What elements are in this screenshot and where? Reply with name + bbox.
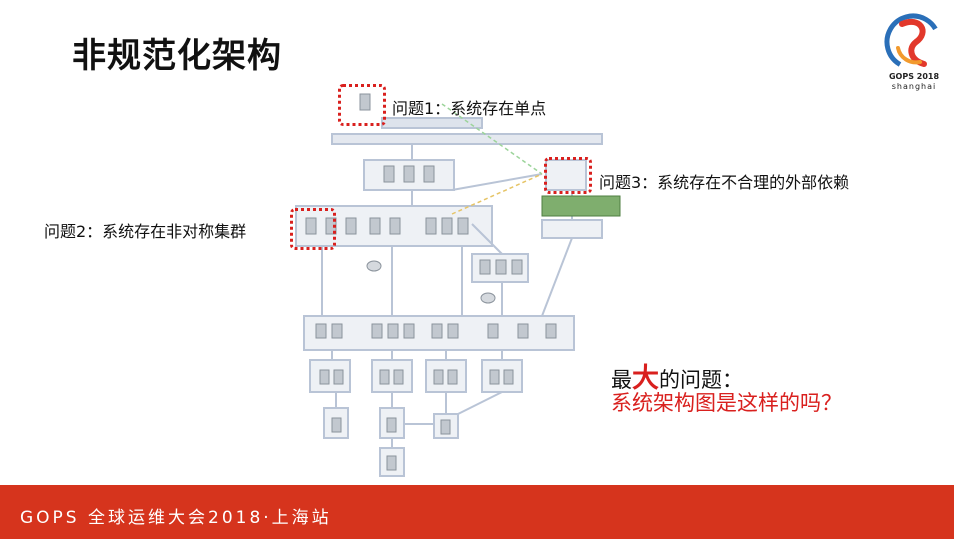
issue-2-highlight xyxy=(290,208,336,250)
slide-title: 非规范化架构 xyxy=(72,36,282,76)
architecture-diagram xyxy=(295,93,621,477)
gops-logo xyxy=(884,13,942,71)
main-question-text: 系统架构图是这样的吗？ xyxy=(611,391,842,415)
question-suffix: 的问题： xyxy=(659,368,743,392)
footer-bar: GOPS 全球运维大会2018·上海站 xyxy=(0,485,954,539)
footer-text: GOPS 全球运维大会2018·上海站 xyxy=(20,508,332,528)
question-emphasis: 大 xyxy=(632,363,659,394)
logo-city: shanghai xyxy=(891,82,937,91)
question-prefix: 最 xyxy=(611,368,632,392)
issue-3-highlight xyxy=(544,157,592,194)
logo-brand: GOPS 2018 xyxy=(888,72,940,81)
issue-1-highlight xyxy=(338,84,386,126)
main-question-heading: 最大的问题： xyxy=(611,356,743,395)
issue-2-label: 问题2：系统存在非对称集群 xyxy=(44,222,247,241)
issue-1-label: 问题1：系统存在单点 xyxy=(392,99,547,118)
issue-3-label: 问题3：系统存在不合理的外部依赖 xyxy=(599,173,850,192)
